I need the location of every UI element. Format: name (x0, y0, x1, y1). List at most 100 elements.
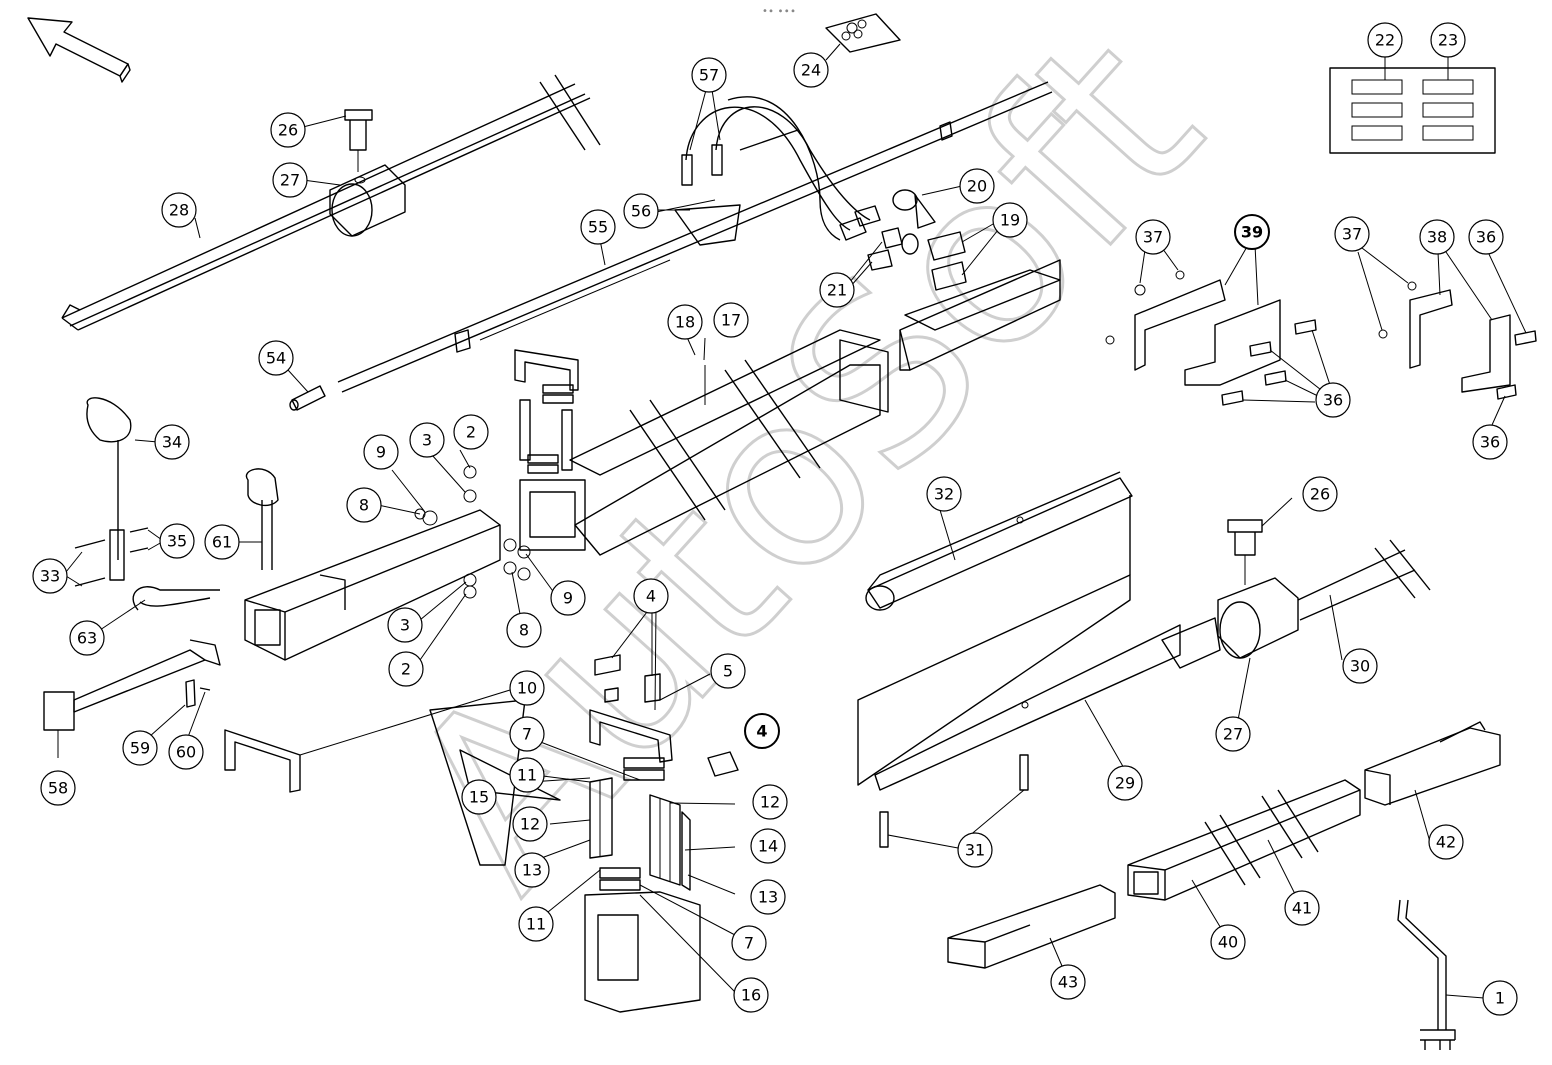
callout-number: 58 (48, 779, 68, 798)
callout-55: 55 (580, 209, 616, 245)
callout-4: 4 (744, 713, 780, 749)
hardware-bag (825, 13, 901, 61)
callout-circle (744, 713, 780, 749)
bushing-pin (287, 369, 326, 411)
callout-number: 37 (1143, 228, 1163, 247)
callout-18: 18 (667, 304, 703, 340)
callout-number: 7 (522, 725, 532, 744)
callout-number: 54 (266, 349, 286, 368)
callout-circle (509, 670, 545, 706)
callout-57: 57 (691, 57, 727, 93)
callout-circle (1334, 216, 1370, 252)
tube-insert-kit (429, 607, 739, 1013)
callout-circle (1468, 219, 1504, 255)
callout-circle (512, 806, 548, 842)
callout-28: 28 (161, 192, 197, 228)
callout-circle (1342, 648, 1378, 684)
callout-number: 42 (1436, 833, 1456, 852)
callout-circle (750, 828, 786, 864)
callout-circle (1419, 219, 1455, 255)
callout-number: 23 (1438, 31, 1458, 50)
callout-number: 28 (169, 201, 189, 220)
callout-number: 20 (967, 177, 987, 196)
square-tube-left (244, 449, 556, 661)
callout-7: 7 (731, 925, 767, 961)
callout-circle (793, 52, 829, 88)
callout-16: 16 (733, 977, 769, 1013)
callout-number: 55 (588, 218, 608, 237)
callout-number: 26 (1310, 485, 1330, 504)
callout-number: 14 (758, 837, 778, 856)
callout-38: 38 (1419, 219, 1455, 255)
callout-number: 22 (1375, 31, 1395, 50)
callout-27: 27 (1215, 716, 1251, 752)
callout-number: 3 (422, 431, 432, 450)
callout-number: 29 (1115, 774, 1135, 793)
callout-circle (363, 434, 399, 470)
callout-21: 21 (819, 272, 855, 308)
drive-shaft-top (61, 74, 601, 331)
callout-number: 17 (721, 311, 741, 330)
direction-arrow-icon (27, 17, 131, 83)
callout-29: 29 (1107, 765, 1143, 801)
callout-14: 14 (750, 828, 786, 864)
callout-circle (1315, 382, 1351, 418)
callout-61: 61 (204, 524, 240, 560)
callout-12: 12 (512, 806, 548, 842)
callout-number: 11 (517, 766, 537, 785)
callout-59: 59 (122, 730, 158, 766)
callout-circle (69, 620, 105, 656)
callout-1: 1 (1482, 980, 1518, 1016)
callout-number: 1 (1495, 989, 1505, 1008)
callout-63: 63 (69, 620, 105, 656)
callout-23: 23 (1430, 22, 1466, 58)
callout-circle (731, 925, 767, 961)
callout-36: 36 (1315, 382, 1351, 418)
callout-circle (580, 209, 616, 245)
callout-circle (1135, 219, 1171, 255)
callout-circle (926, 476, 962, 512)
callout-number: 19 (1000, 211, 1020, 230)
callout-33: 33 (32, 558, 68, 594)
callout-number: 32 (934, 485, 954, 504)
callout-circle (40, 770, 76, 806)
callout-37: 37 (1135, 219, 1171, 255)
callout-27: 27 (272, 162, 308, 198)
callout-15: 15 (461, 779, 497, 815)
callout-number: 60 (176, 743, 196, 762)
callout-circle (1107, 765, 1143, 801)
drive-shaft-right (857, 497, 1431, 791)
callout-3: 3 (387, 607, 423, 643)
callout-number: 34 (162, 433, 182, 452)
callout-number: 27 (1223, 725, 1243, 744)
callout-9: 9 (550, 580, 586, 616)
callout-number: 31 (965, 841, 985, 860)
callout-circle (1430, 22, 1466, 58)
callout-number: 43 (1058, 973, 1078, 992)
hex-tube (865, 471, 1133, 611)
callout-number: 37 (1342, 225, 1362, 244)
callout-number: 2 (466, 423, 476, 442)
callout-number: 8 (519, 621, 529, 640)
callout-12: 12 (752, 784, 788, 820)
callout-number: 4 (646, 587, 656, 606)
callout-56: 56 (623, 193, 659, 229)
callout-number: 36 (1323, 391, 1343, 410)
callout-26: 26 (1302, 476, 1338, 512)
callout-36: 36 (1472, 424, 1508, 460)
callout-circle (161, 192, 197, 228)
callout-number: 26 (278, 121, 298, 140)
callout-number: 16 (741, 986, 761, 1005)
callout-circle (750, 879, 786, 915)
callout-circle (168, 734, 204, 770)
telescoping-tubes (947, 721, 1501, 981)
callout-number: 33 (40, 567, 60, 586)
callout-number: 12 (760, 793, 780, 812)
callout-number: 2 (401, 660, 411, 679)
callout-number: 3 (400, 616, 410, 635)
callout-circle (509, 757, 545, 793)
callout-17: 17 (713, 302, 749, 338)
callout-circle (713, 302, 749, 338)
callout-26: 26 (270, 112, 306, 148)
